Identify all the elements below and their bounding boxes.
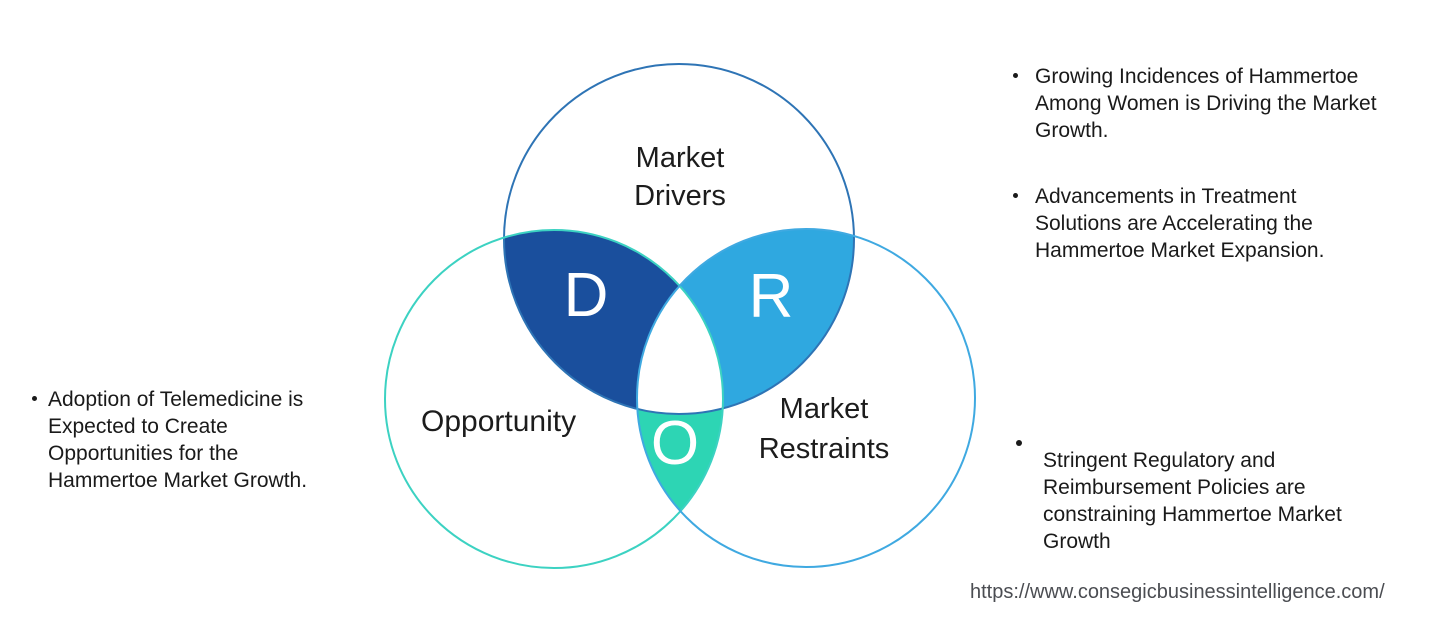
market-restraints-label: Market Restraints [744,389,904,469]
driver-bullet-1: Growing Incidences of Hammertoe Among Wo… [1035,63,1377,144]
bullet-dot [1016,440,1022,446]
letter-r: R [748,262,794,331]
bullet-line: Advancements in Treatment [1035,185,1297,208]
market-restraints-label-line1: Market [779,393,869,425]
bullet-line: Adoption of Telemedicine is [48,388,304,411]
market-restraints-label-line2: Restraints [758,433,890,465]
market-drivers-label: Market Drivers [600,139,760,215]
letter-o: O [650,409,700,478]
opportunity-circle-outline [384,229,724,569]
bullet-line: Hammertoe Market Growth. [48,469,308,492]
opportunity-label: Opportunity [421,405,577,438]
bullet-line: Stringent Regulatory and [1043,449,1276,472]
bullet-dot [1013,73,1018,78]
drivers-circle-outline [503,63,855,415]
bullet-line: constraining Hammertoe Market [1043,503,1342,526]
driver-bullet-2: Advancements in Treatment Solutions are … [1035,183,1324,264]
bullet-line: Solutions are Accelerating the [1035,212,1313,235]
bullet-line: Growing Incidences of Hammertoe [1035,65,1359,88]
bullet-dot [32,396,37,401]
bullet-line: Hammertoe Market Expansion. [1035,239,1325,262]
bullet-line: Reimbursement Policies are [1043,476,1306,499]
market-drivers-label-line2: Drivers [634,180,726,212]
bullet-line: Growth [1043,530,1111,553]
letter-d: D [563,261,609,330]
opportunity-bullet: Adoption of Telemedicine is Expected to … [48,386,307,494]
bullet-line: Expected to Create [48,415,228,438]
market-drivers-label-line1: Market [635,142,725,174]
bullet-line: Opportunities for the [48,442,239,465]
bullet-line: Growth. [1035,119,1109,142]
source-url: https://www.consegicbusinessintelligence… [970,581,1385,603]
restraints-bullet: Stringent Regulatory and Reimbursement P… [1043,447,1342,555]
restraints-circle-outline [636,228,976,568]
bullet-dot [1013,193,1018,198]
bullet-line: Among Women is Driving the Market [1035,92,1377,115]
